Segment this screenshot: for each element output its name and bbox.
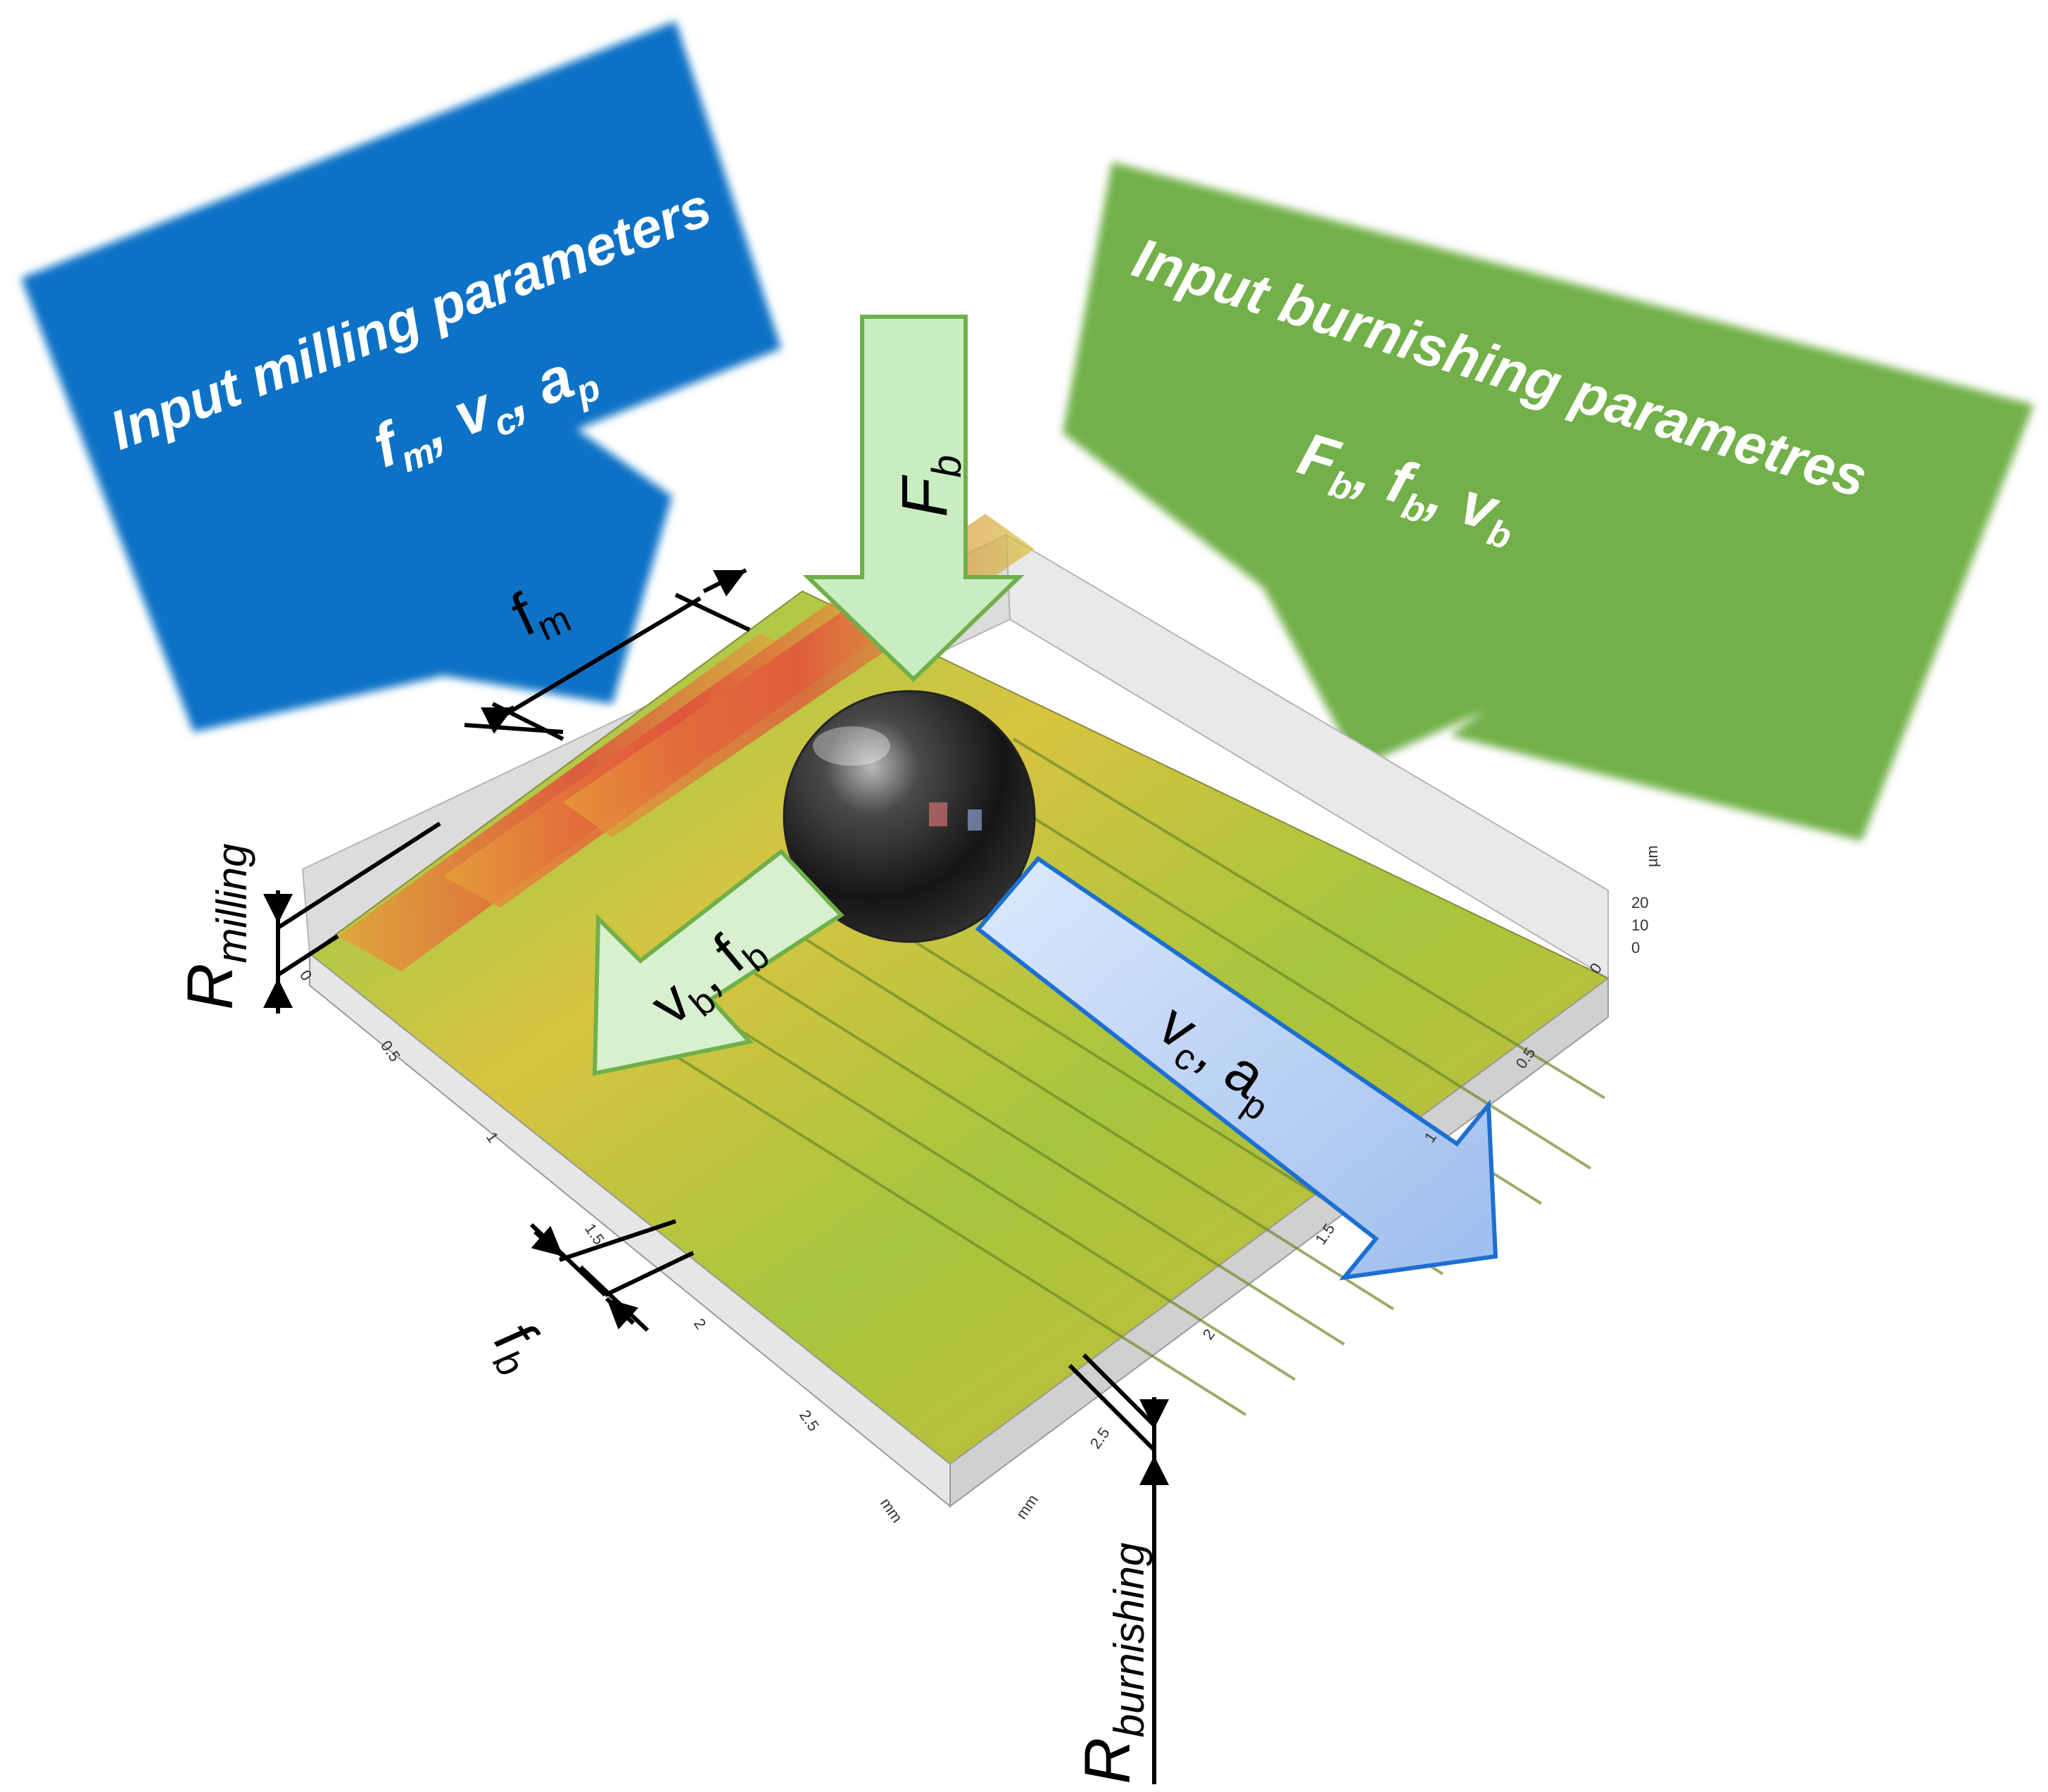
force-arrow: Fb	[802, 315, 1025, 683]
burnishing-roughness-label: Rburnishing	[1072, 1543, 1153, 1784]
left-axis-tick: 1	[483, 1129, 502, 1146]
burnishing-feed-dimension	[529, 1219, 695, 1332]
right-axis-tick: 2.5	[1087, 1424, 1113, 1451]
right-axis-unit: mm	[1013, 1491, 1042, 1522]
milling-roughness-label: Rmilling	[175, 844, 255, 1011]
z-axis: µm 20 10 0	[1631, 845, 1661, 957]
milling-box-shape	[21, 21, 781, 732]
cutting-direction-arrow-shape	[975, 856, 1498, 1281]
z-axis-tick: 20	[1631, 894, 1648, 911]
z-axis-tick: 10	[1631, 916, 1648, 934]
milling-feed-dimension	[464, 568, 751, 741]
force-arrow-label: Fb	[889, 455, 970, 517]
milling-parameters-box: Input milling parameters fm, vc, ap	[21, 21, 781, 732]
z-axis-unit: µm	[1643, 845, 1661, 867]
burnishing-feed-arrow-shape	[592, 848, 845, 1076]
left-axis-tick: 2	[690, 1315, 710, 1332]
burnishing-ball	[783, 690, 1036, 943]
burnishing-feed-arrow: vb, fb	[592, 848, 845, 1076]
left-axis-tick: 2.5	[796, 1407, 823, 1434]
cutting-direction-arrow: vc, ap	[975, 856, 1498, 1281]
force-arrow-shape	[802, 315, 1025, 683]
left-axis-unit: mm	[877, 1495, 906, 1526]
burnishing-feed-label: fb	[475, 1310, 559, 1384]
burnishing-roughness-dimension	[1068, 1353, 1169, 1784]
milling-roughness-dimension	[263, 821, 441, 1014]
burnishing-box-shape	[1063, 162, 2034, 841]
z-axis-tick: 0	[1631, 939, 1640, 957]
